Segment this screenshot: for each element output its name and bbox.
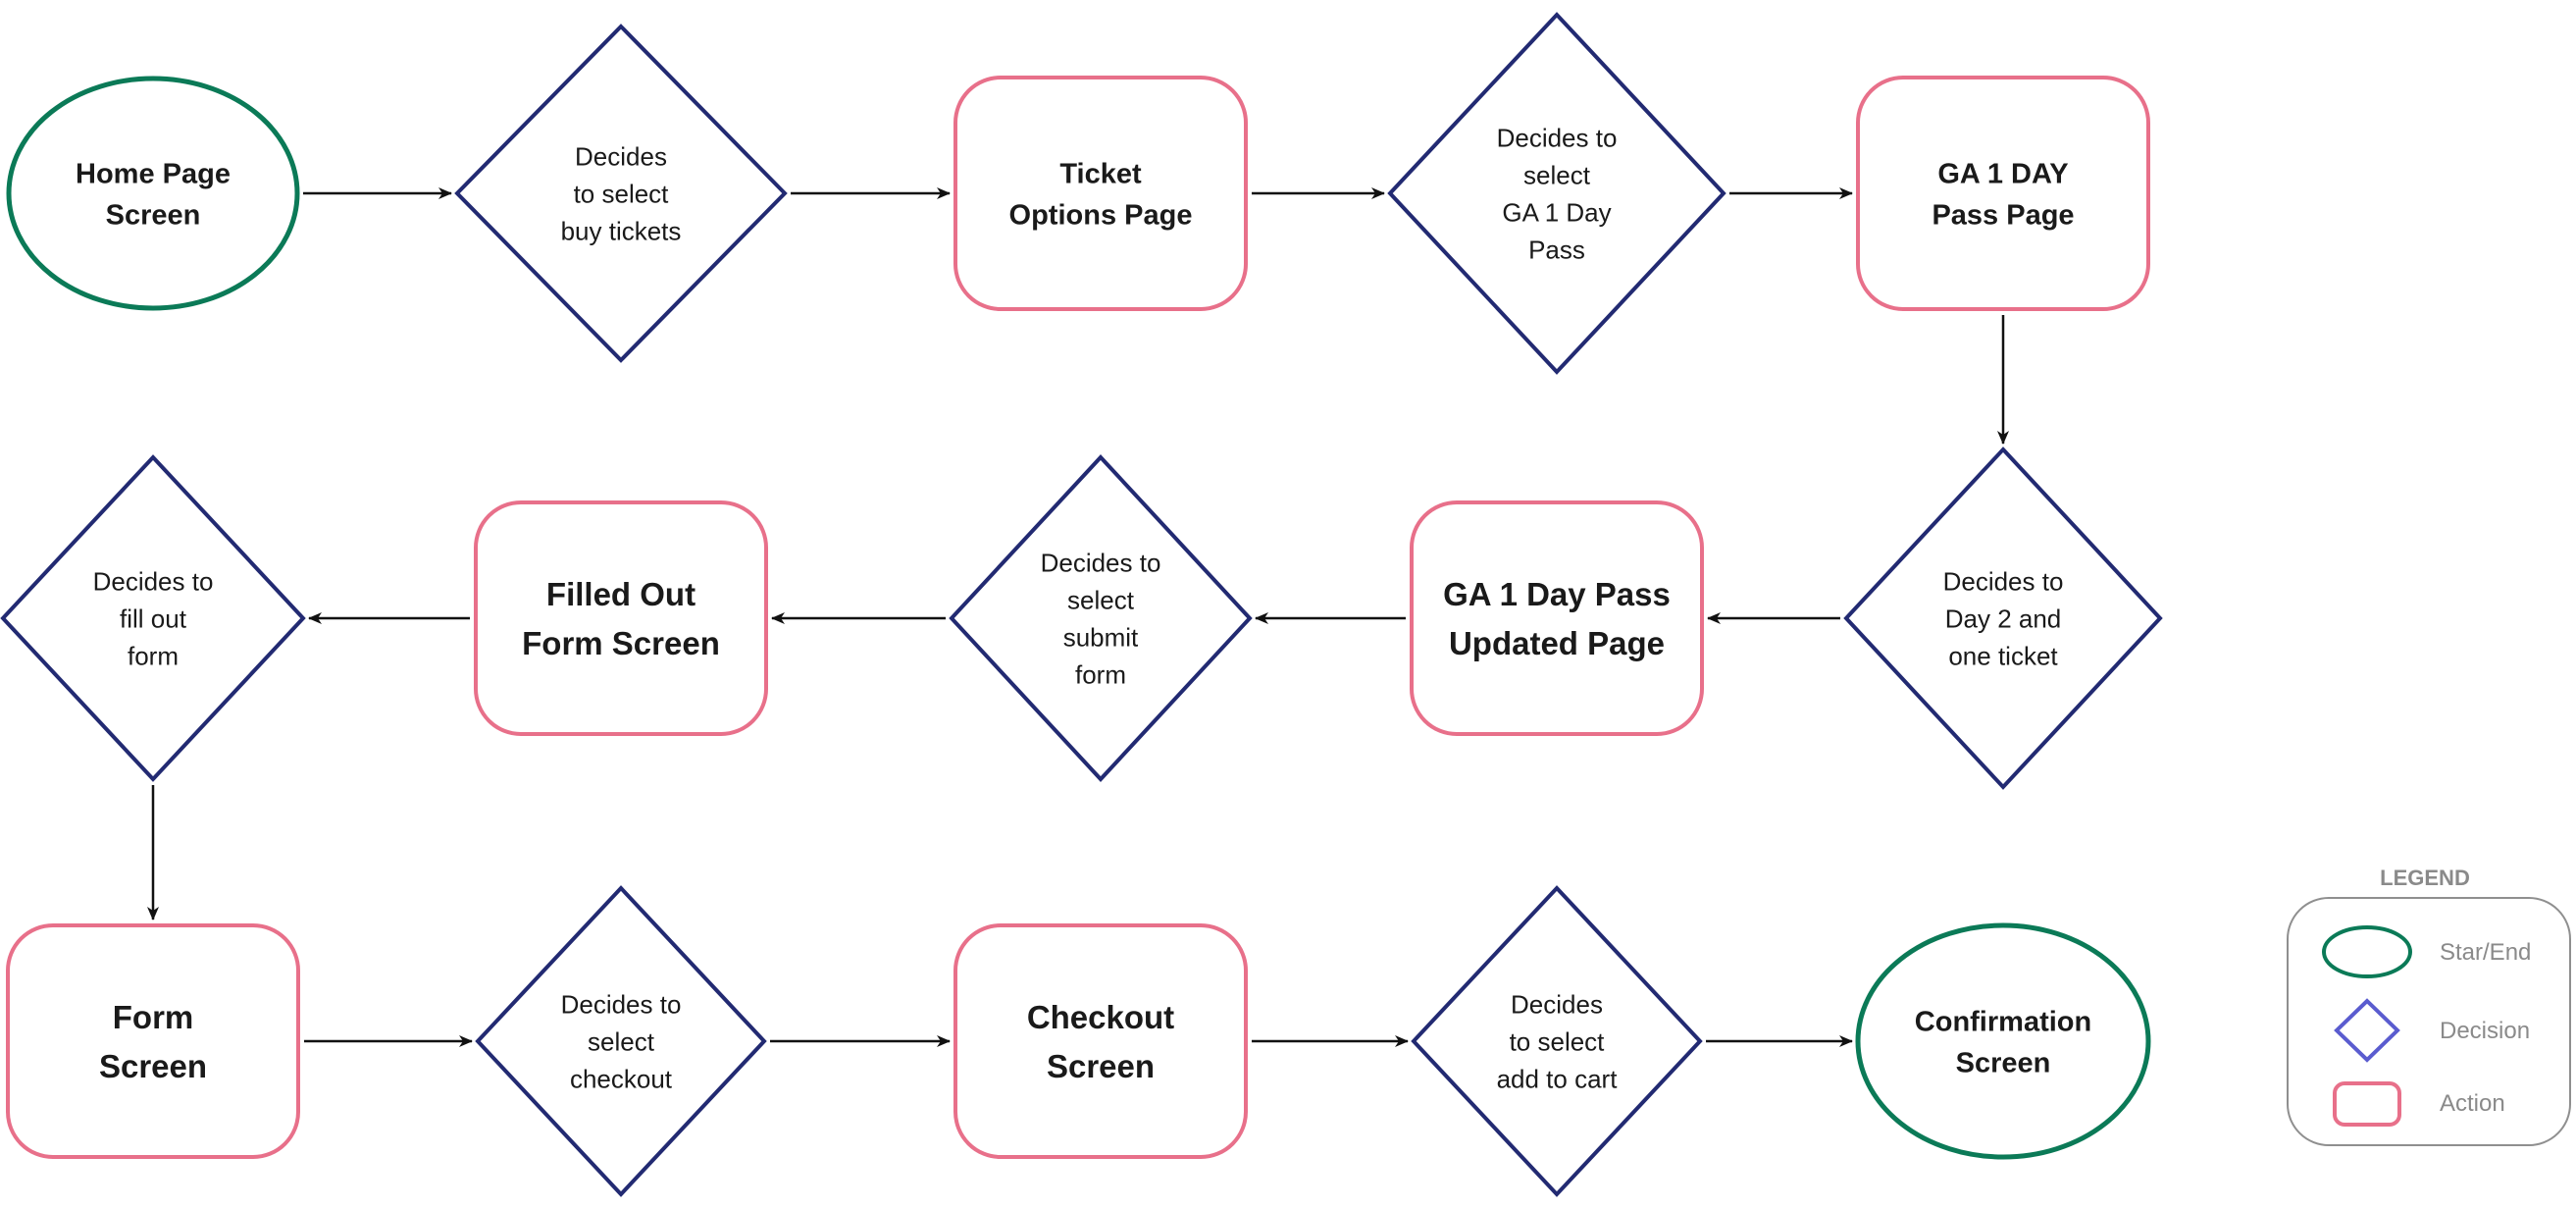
node-label-line: Pass Page xyxy=(1932,199,2074,231)
node-label-line: GA 1 Day xyxy=(1502,197,1611,227)
node-label-line: Form Screen xyxy=(522,625,720,661)
action-box xyxy=(6,923,300,1159)
node-label-line: select xyxy=(1523,160,1591,189)
node-label-line: one ticket xyxy=(1948,641,2058,670)
decision-diamond xyxy=(949,454,1253,782)
flow-node-decision: Decides to select add to cart xyxy=(1411,885,1703,1197)
node-label-line: Form xyxy=(113,999,194,1035)
legend-label-start-end: Star/End xyxy=(2440,939,2531,966)
node-label-line: Day 2 and xyxy=(1945,604,2062,633)
flow-node-decision: Decides to fill out form xyxy=(0,454,306,782)
decision-diamond xyxy=(1411,885,1703,1197)
node-label-line: select xyxy=(1067,585,1135,614)
node-label-line: Decides to xyxy=(1943,566,2064,596)
node-label-line: to select xyxy=(1510,1026,1606,1056)
node-label-line: Decides to xyxy=(93,566,214,596)
node-label-line: Decides to xyxy=(1497,123,1618,152)
node-label-line: GA 1 Day Pass xyxy=(1443,576,1671,612)
decision-diamond xyxy=(1843,447,2163,790)
legend-decision-icon xyxy=(2334,998,2400,1063)
legend: LEGEND Star/End Decision Action xyxy=(2287,866,2571,1146)
action-box xyxy=(474,500,768,736)
node-label-line: form xyxy=(1075,659,1126,689)
edges-layer xyxy=(147,187,2009,1047)
node-label-line: to select xyxy=(574,179,670,208)
decision-diamond xyxy=(475,885,767,1197)
node-label-line: Decides xyxy=(1511,989,1603,1019)
node-label-line: form xyxy=(128,641,179,670)
flow-node-decision: Decides to Day 2 and one ticket xyxy=(1843,447,2163,790)
node-label-line: GA 1 DAY xyxy=(1937,158,2068,189)
node-label-line: Home Page xyxy=(76,158,231,189)
action-box xyxy=(953,76,1248,311)
node-label-line: Checkout xyxy=(1027,999,1174,1035)
legend-box xyxy=(2287,897,2571,1146)
node-label-line: buy tickets xyxy=(561,216,682,245)
decision-diamond xyxy=(0,454,306,782)
node-label-line: submit xyxy=(1063,622,1139,652)
action-box xyxy=(953,923,1248,1159)
node-label-line: Decides to xyxy=(561,989,682,1019)
decision-diamond xyxy=(454,24,788,363)
node-label-line: select xyxy=(588,1026,655,1056)
legend-start-end-icon xyxy=(2322,925,2412,978)
start-end-shape xyxy=(6,76,300,311)
legend-label-decision: Decision xyxy=(2440,1018,2530,1044)
node-label-line: add to cart xyxy=(1497,1064,1619,1093)
node-label-line: Confirmation xyxy=(1915,1006,2091,1037)
node-label-line: Screen xyxy=(99,1048,207,1084)
action-box xyxy=(1856,76,2150,311)
node-label-line: Screen xyxy=(106,199,201,231)
start-end-shape xyxy=(1855,922,2151,1160)
node-label-line: Pass xyxy=(1528,235,1585,264)
node-label-line: Decides xyxy=(575,141,667,171)
legend-label-action: Action xyxy=(2440,1090,2505,1117)
legend-action-icon xyxy=(2333,1081,2401,1127)
flow-node-decision: Decides to select submit form xyxy=(949,454,1253,782)
node-label-line: checkout xyxy=(570,1064,673,1093)
decision-diamond xyxy=(1387,12,1726,375)
flow-node-decision: Decides to select checkout xyxy=(475,885,767,1197)
node-label-line: Screen xyxy=(1047,1048,1155,1084)
node-label-line: Ticket xyxy=(1059,158,1142,189)
flow-node-decision: Decides to select buy tickets xyxy=(454,24,788,363)
node-label-line: Filled Out xyxy=(546,576,696,612)
legend-title: LEGEND xyxy=(2380,866,2470,890)
action-box xyxy=(1410,500,1704,736)
node-label-line: Screen xyxy=(1956,1047,2051,1078)
node-label-line: Decides to xyxy=(1041,548,1161,577)
node-label-line: Options Page xyxy=(1009,199,1193,231)
flow-node-action: GA 1 DAY Pass Page xyxy=(1856,76,2150,311)
node-label-line: fill out xyxy=(120,604,187,633)
node-label-line: Updated Page xyxy=(1449,625,1665,661)
